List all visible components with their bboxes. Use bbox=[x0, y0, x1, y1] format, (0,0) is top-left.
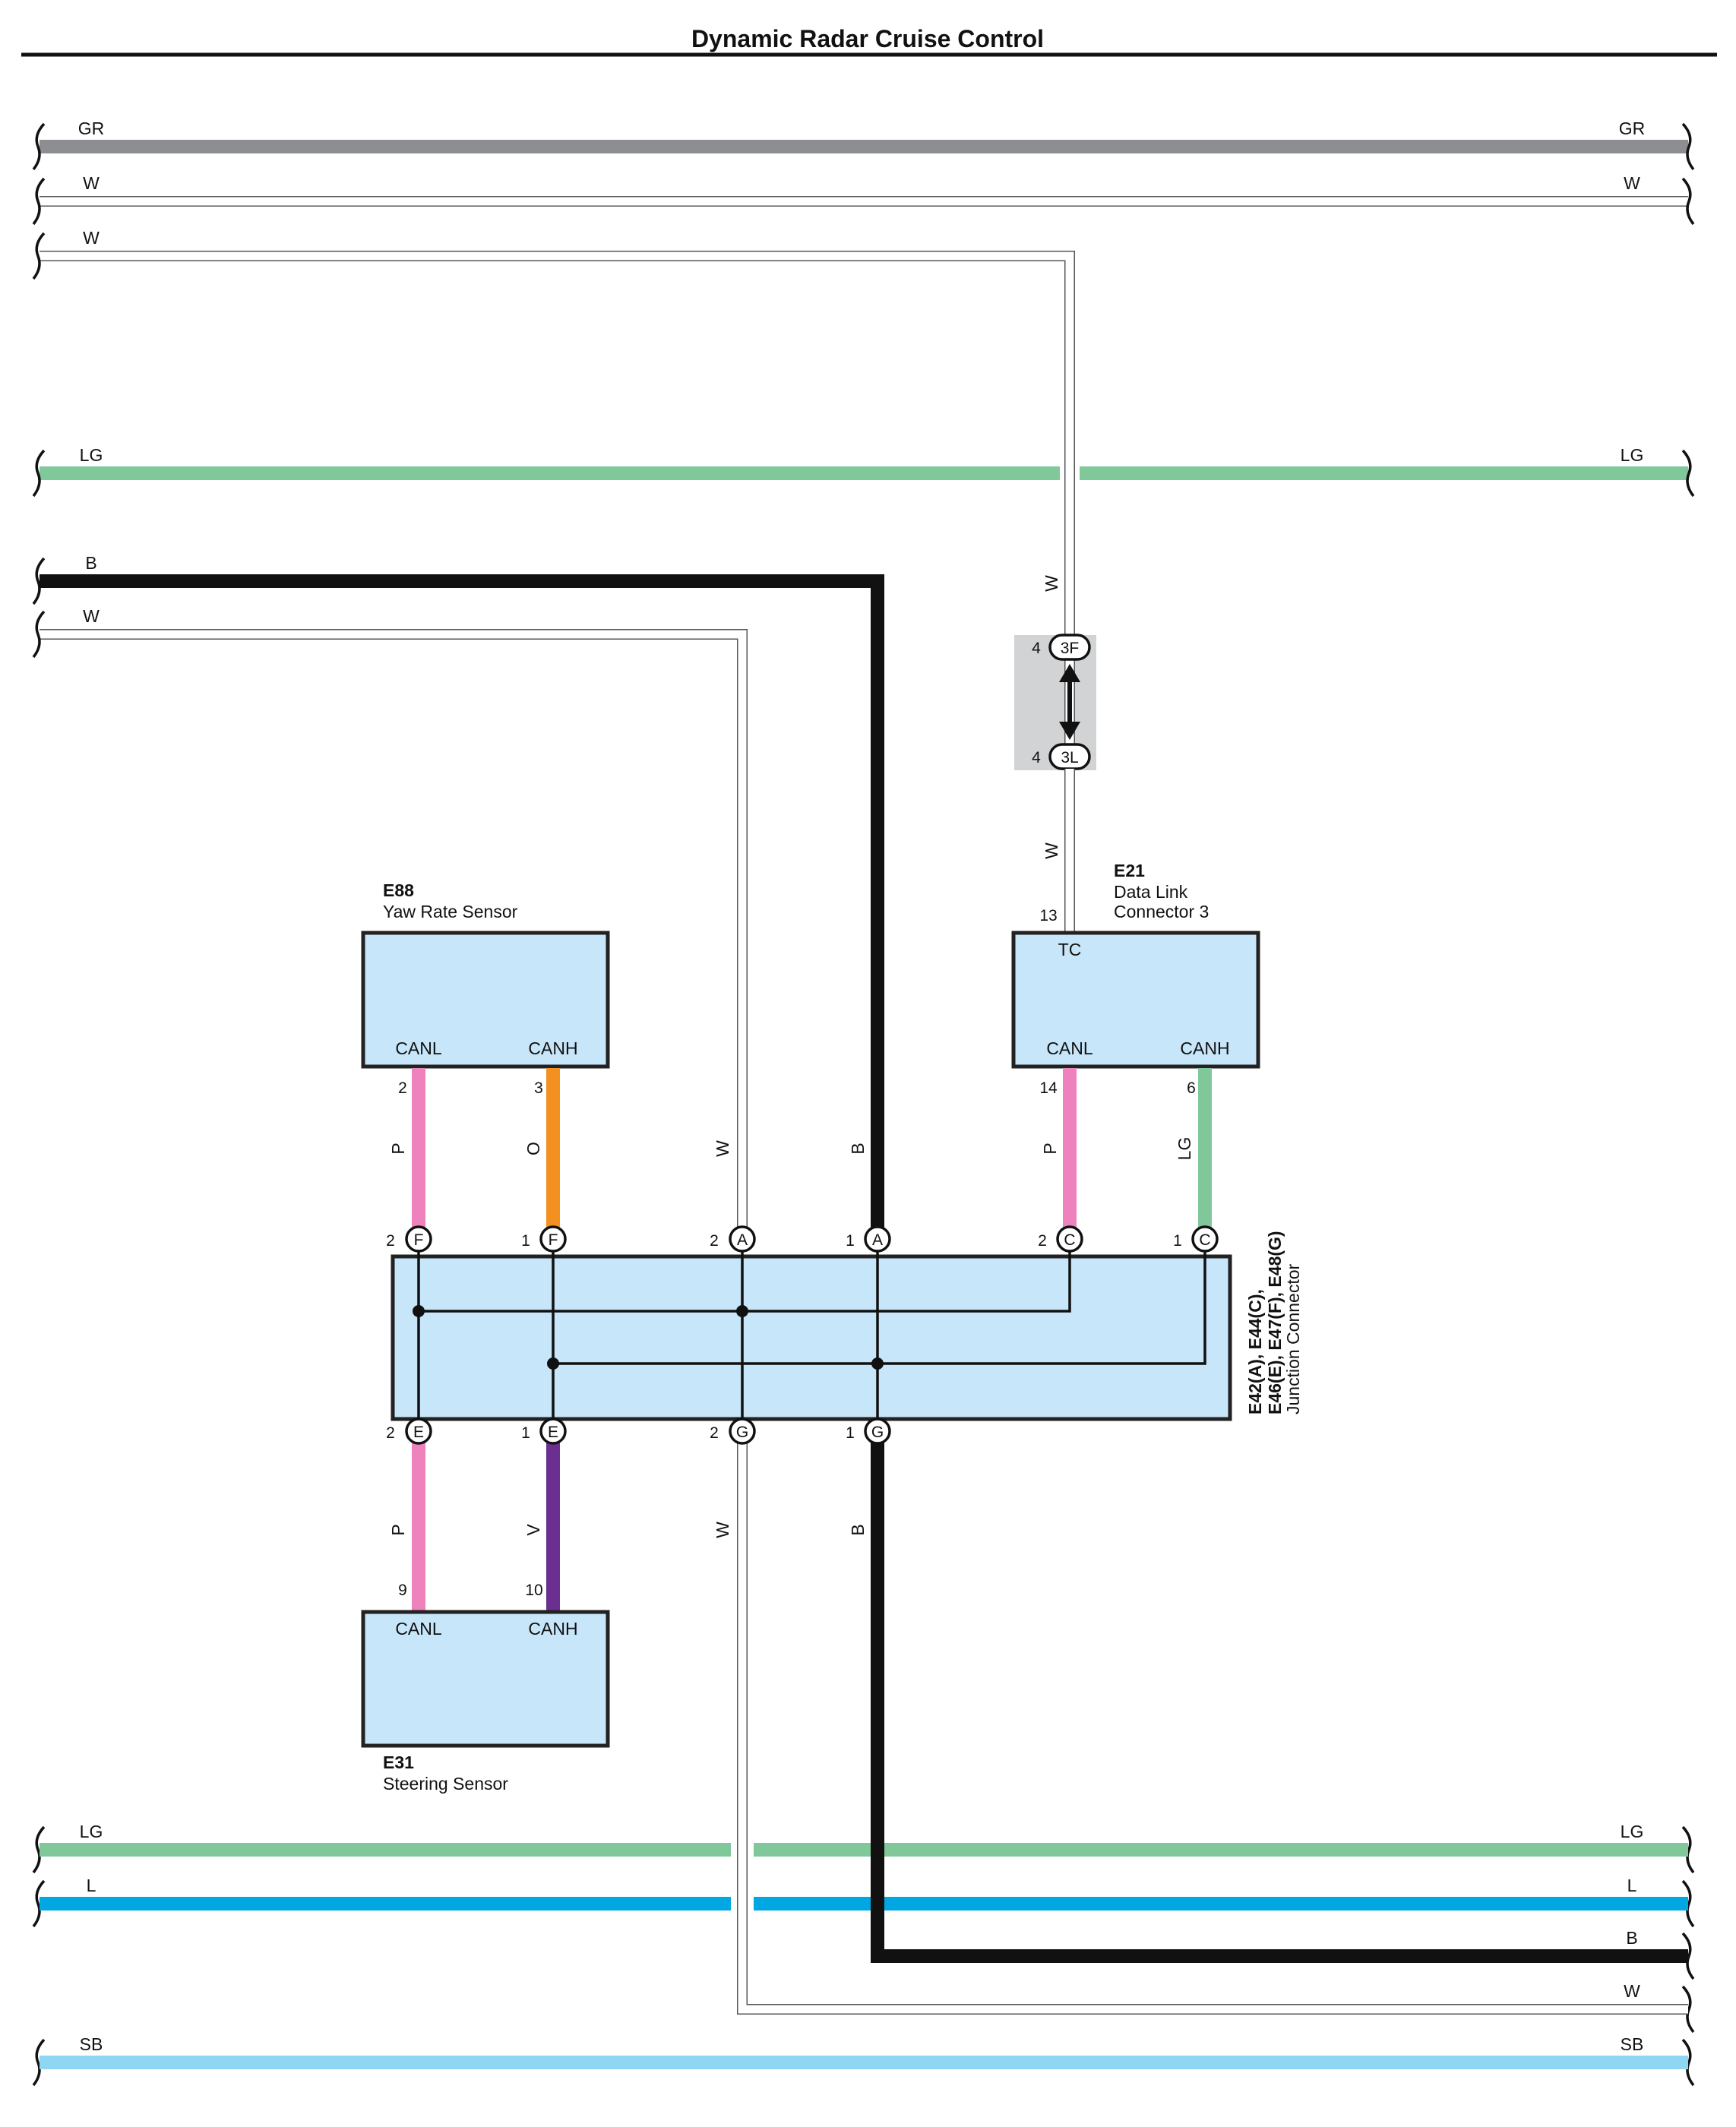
junction-pin-letter: C bbox=[1199, 1231, 1210, 1249]
e21-name-line2: Connector 3 bbox=[1114, 902, 1209, 921]
right-braces bbox=[1681, 122, 1695, 2087]
junction-pin-num: 2 bbox=[386, 1232, 395, 1250]
splice-double-arrow-icon bbox=[1059, 664, 1080, 740]
bus-label-right: SB bbox=[1621, 2034, 1644, 2054]
junction-pin-letter: G bbox=[736, 1424, 748, 1441]
lower-w-wire bbox=[738, 1437, 1688, 2014]
e88-canl-pin: 2 bbox=[398, 1079, 407, 1097]
e88-yaw-rate-sensor bbox=[361, 931, 610, 1069]
e88-canh-label: CANH bbox=[528, 1038, 577, 1058]
junction-pin-num: 1 bbox=[846, 1232, 855, 1250]
bus-w3-wire bbox=[40, 630, 747, 1238]
wire-label-lower-w: W bbox=[713, 1522, 732, 1538]
e21-canl-label: CANL bbox=[1046, 1038, 1093, 1058]
junction-codes-line2: E46(E), E47(F), E48(G) bbox=[1265, 1231, 1285, 1414]
junction-pin-num: 1 bbox=[521, 1424, 530, 1442]
junction-pin-letter: F bbox=[549, 1231, 558, 1249]
junction-connector bbox=[391, 1254, 1232, 1421]
e21-tc-label: TC bbox=[1058, 940, 1082, 959]
splice-3f-pin bbox=[1048, 634, 1091, 661]
bus-label-left: SB bbox=[80, 2034, 103, 2054]
wire-label-w-upper: W bbox=[1042, 575, 1061, 592]
e88-canh-pin: 3 bbox=[534, 1079, 543, 1097]
bus-label-right: LG bbox=[1621, 1822, 1644, 1841]
lower-b-wire bbox=[871, 1437, 1688, 1963]
junction-pin-letter: E bbox=[413, 1424, 424, 1441]
bus-label-right: L bbox=[1627, 1876, 1637, 1895]
e21-canl-pin: 14 bbox=[1039, 1079, 1058, 1097]
bus-label-right: W bbox=[1624, 1981, 1640, 2001]
splice-3l-code: 3L bbox=[1061, 749, 1078, 766]
wire-label-dlc-canh: LG bbox=[1175, 1137, 1194, 1161]
junction-pin-num: 1 bbox=[1173, 1232, 1182, 1250]
bus-label-left: L bbox=[87, 1876, 96, 1895]
bus-label-left: GR bbox=[78, 119, 105, 138]
e88-canl-label: CANL bbox=[395, 1038, 442, 1058]
e31-canh-pin: 10 bbox=[525, 1582, 542, 1599]
bus-label-left: B bbox=[85, 553, 96, 573]
junction-pin-letter: C bbox=[1064, 1231, 1075, 1249]
bus-w2-wire bbox=[40, 251, 1074, 638]
bus-label-left: W bbox=[83, 228, 100, 248]
e21-code: E21 bbox=[1114, 861, 1145, 880]
e31-name: Steering Sensor bbox=[383, 1774, 508, 1794]
wire-label-dlc-canl: P bbox=[1040, 1143, 1060, 1154]
e88-name: Yaw Rate Sensor bbox=[383, 902, 518, 921]
e31-code: E31 bbox=[383, 1752, 414, 1772]
bus-label-right: B bbox=[1626, 1928, 1637, 1948]
junction-pin-letter: E bbox=[548, 1424, 558, 1441]
splice-3f-code: 3F bbox=[1061, 640, 1080, 657]
e88-code: E88 bbox=[383, 880, 414, 900]
e31-steering-sensor bbox=[361, 1610, 610, 1748]
bus-label-right: W bbox=[1624, 173, 1640, 193]
junction-pin-num: 1 bbox=[846, 1424, 855, 1442]
splice-3l-num: 4 bbox=[1032, 749, 1041, 766]
bus-label-right: LG bbox=[1621, 445, 1644, 465]
e21-tc-pin: 13 bbox=[1039, 907, 1057, 924]
junction-pin-num: 2 bbox=[710, 1232, 719, 1250]
junction-pin-letter: A bbox=[737, 1231, 748, 1249]
junction-pin-num: 2 bbox=[710, 1424, 719, 1442]
bus-label-left: LG bbox=[80, 1822, 103, 1841]
e21-canh-pin: 6 bbox=[1187, 1079, 1196, 1097]
wire-label-w-lower: W bbox=[1042, 842, 1061, 859]
junction-pin-num: 2 bbox=[386, 1424, 395, 1442]
junction-name: Junction Connector bbox=[1283, 1263, 1303, 1414]
junction-bottom-pins bbox=[405, 1417, 891, 1445]
junction-pin-num: 2 bbox=[1038, 1232, 1047, 1250]
wire-label-yaw-canl: P bbox=[388, 1143, 408, 1154]
wire-label-lower-b: B bbox=[848, 1524, 868, 1535]
junction-pin-letter: A bbox=[872, 1231, 883, 1249]
bus-label-left: LG bbox=[80, 445, 103, 465]
e31-canh-label: CANH bbox=[528, 1619, 577, 1639]
junction-pin-letter: G bbox=[871, 1424, 884, 1441]
e31-canl-pin: 9 bbox=[398, 1582, 407, 1599]
bus-label-right: GR bbox=[1619, 119, 1646, 138]
wire-label-yaw-canh: O bbox=[523, 1142, 543, 1155]
e21-canh-label: CANH bbox=[1180, 1038, 1229, 1058]
wire-label-center-b: B bbox=[848, 1143, 868, 1154]
junction-pin-letter: F bbox=[414, 1231, 424, 1249]
diagram-title: Dynamic Radar Cruise Control bbox=[691, 25, 1044, 52]
bus-b1-wire bbox=[40, 574, 884, 1238]
left-braces bbox=[32, 122, 46, 2087]
junction-top-pins bbox=[405, 1225, 1219, 1253]
wire-label-center-w: W bbox=[713, 1140, 732, 1157]
splice-3f-num: 4 bbox=[1032, 640, 1041, 657]
wire-label-steer-canl: P bbox=[388, 1524, 408, 1535]
e21-name-line1: Data Link bbox=[1114, 882, 1188, 902]
bus-label-left: W bbox=[83, 606, 100, 626]
junction-pin-num: 1 bbox=[521, 1232, 530, 1250]
wire-label-steer-canh: V bbox=[523, 1524, 543, 1536]
bus-label-left: W bbox=[83, 173, 100, 193]
junction-internal-wiring bbox=[413, 1246, 1206, 1428]
e21-data-link-connector bbox=[1011, 931, 1260, 1069]
e31-canl-label: CANL bbox=[395, 1619, 442, 1639]
junction-codes-line1: E42(A), E44(C), bbox=[1245, 1289, 1265, 1414]
